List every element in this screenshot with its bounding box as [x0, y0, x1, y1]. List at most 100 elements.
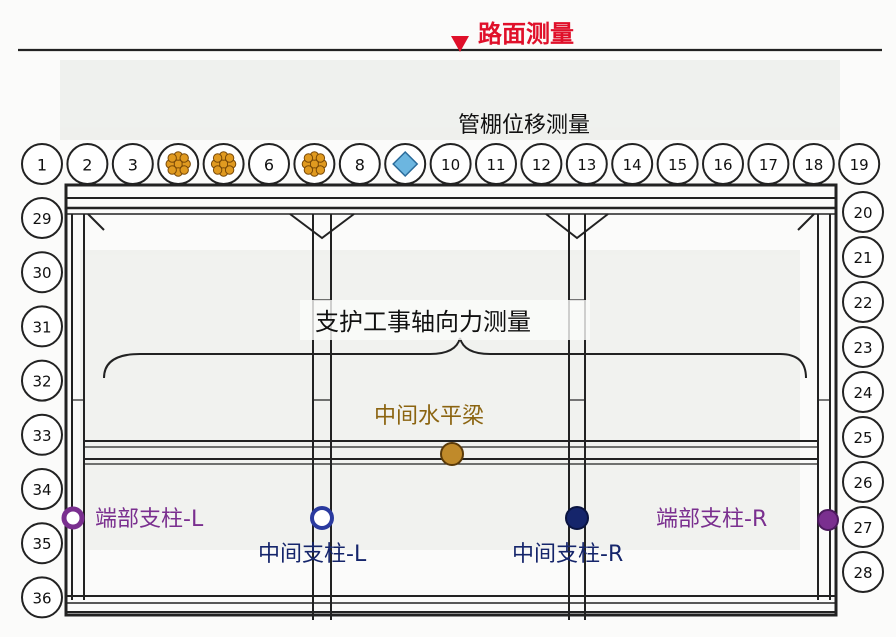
pipe-number: 17	[759, 156, 778, 174]
road-survey-marker-icon	[451, 36, 469, 52]
pipe-13: 13	[565, 143, 608, 185]
pipe-circle	[747, 143, 790, 185]
pipe-circle	[611, 143, 654, 185]
pipe-number: 6	[264, 156, 274, 175]
pipe-20: 20	[842, 191, 884, 233]
pipe-number: 19	[850, 156, 869, 174]
pipe-number: 13	[577, 156, 596, 174]
pipe-circle	[792, 143, 835, 185]
displacement-sensor-icon	[392, 150, 419, 178]
pipe-number: 10	[441, 156, 460, 174]
pipe-circle	[21, 251, 63, 294]
pipe-9	[384, 143, 427, 185]
pipe-circle	[842, 506, 884, 548]
pipe-number: 21	[853, 249, 872, 267]
pipe-number: 26	[853, 474, 872, 492]
pipe-36: 36	[21, 576, 63, 619]
pipe-2: 2	[66, 143, 109, 185]
pipe-number: 2	[82, 156, 92, 175]
road-survey-label: 路面测量	[478, 20, 574, 48]
pipe-circle	[842, 416, 884, 458]
pipe-circle	[21, 522, 63, 565]
middle-column-left-marker	[310, 506, 334, 530]
pipe-circle	[21, 576, 63, 619]
pipe-circle	[520, 143, 563, 185]
end-column-right-marker	[817, 509, 839, 531]
pipe-19: 19	[838, 143, 881, 185]
pipe-23: 23	[842, 326, 884, 368]
pipe-circle	[248, 143, 290, 185]
pipe-33: 33	[21, 413, 63, 456]
pipe-number: 1	[37, 156, 47, 175]
strain-gauge-icon	[301, 151, 328, 177]
pipe-30: 30	[21, 251, 63, 294]
pipe-number: 18	[804, 156, 823, 174]
pipe-number: 16	[713, 156, 732, 174]
pipe-29: 29	[21, 197, 63, 239]
pipe-circle	[66, 143, 109, 185]
pipe-circle	[842, 371, 884, 413]
end-column-left-label: 端部支柱-L	[95, 507, 204, 532]
pipe-5	[202, 143, 245, 185]
pipe-6: 6	[248, 143, 290, 185]
end-column-right-label: 端部支柱-R	[656, 507, 767, 532]
middle-column-right-marker	[565, 506, 589, 530]
middle-beam-marker	[440, 442, 464, 466]
pipe-31: 31	[21, 305, 63, 348]
strain-gauge-icon	[210, 151, 237, 177]
middle-beam-label: 中间水平梁	[374, 404, 484, 429]
axial-force-label-bg	[300, 300, 590, 340]
pipe-26: 26	[842, 461, 884, 503]
pipe-16: 16	[702, 143, 744, 185]
pipe-circle	[21, 305, 63, 348]
pipe-22: 22	[842, 281, 884, 323]
pipe-14: 14	[611, 143, 654, 185]
pipe-number: 29	[32, 210, 51, 228]
background-texture	[60, 60, 840, 550]
pipe-circle	[21, 413, 63, 456]
pipe-7	[293, 143, 336, 185]
middle-column-left-label: 中间支柱-L	[258, 542, 367, 567]
pipe-roof-label: 管棚位移测量	[458, 113, 590, 138]
pipe-circle	[21, 468, 63, 510]
pipe-circle	[702, 143, 744, 185]
pipe-25: 25	[842, 416, 884, 458]
pipe-number: 32	[32, 373, 51, 391]
pipe-number: 31	[32, 318, 51, 336]
pipe-circle	[565, 143, 608, 185]
pipe-number: 36	[32, 589, 51, 607]
pipe-circle	[21, 143, 63, 185]
pipe-number: 23	[853, 339, 872, 357]
pipe-number: 27	[853, 519, 872, 537]
middle-column-right-label: 中间支柱-R	[512, 542, 623, 567]
pipe-circle	[842, 281, 884, 323]
pipe-circle	[838, 143, 881, 185]
pipe-circle	[656, 143, 699, 185]
pipe-number: 12	[532, 156, 551, 174]
pipe-17: 17	[747, 143, 790, 185]
pipe-circle	[21, 197, 63, 239]
pipe-34: 34	[21, 468, 63, 510]
pipe-number: 20	[853, 204, 872, 222]
pipe-number: 22	[853, 294, 872, 312]
pipe-15: 15	[656, 143, 699, 185]
axial-force-label: 支护工事轴向力测量	[315, 308, 531, 336]
pipe-27: 27	[842, 506, 884, 548]
pipe-circle	[111, 143, 154, 185]
pipe-12: 12	[520, 143, 563, 185]
pipe-11: 11	[475, 143, 517, 185]
end-column-left-marker	[61, 506, 85, 530]
pipe-number: 15	[668, 156, 687, 174]
pipe-number: 33	[32, 427, 51, 445]
pipe-number: 24	[853, 384, 872, 402]
strain-gauge-icon	[165, 151, 191, 177]
pipe-number: 14	[623, 156, 642, 174]
pipe-number: 28	[853, 564, 872, 582]
pipe-number: 34	[32, 481, 51, 499]
pipe-circle	[842, 326, 884, 368]
pipe-32: 32	[21, 359, 63, 402]
pipe-4	[157, 143, 200, 185]
pipe-number: 11	[486, 156, 505, 174]
